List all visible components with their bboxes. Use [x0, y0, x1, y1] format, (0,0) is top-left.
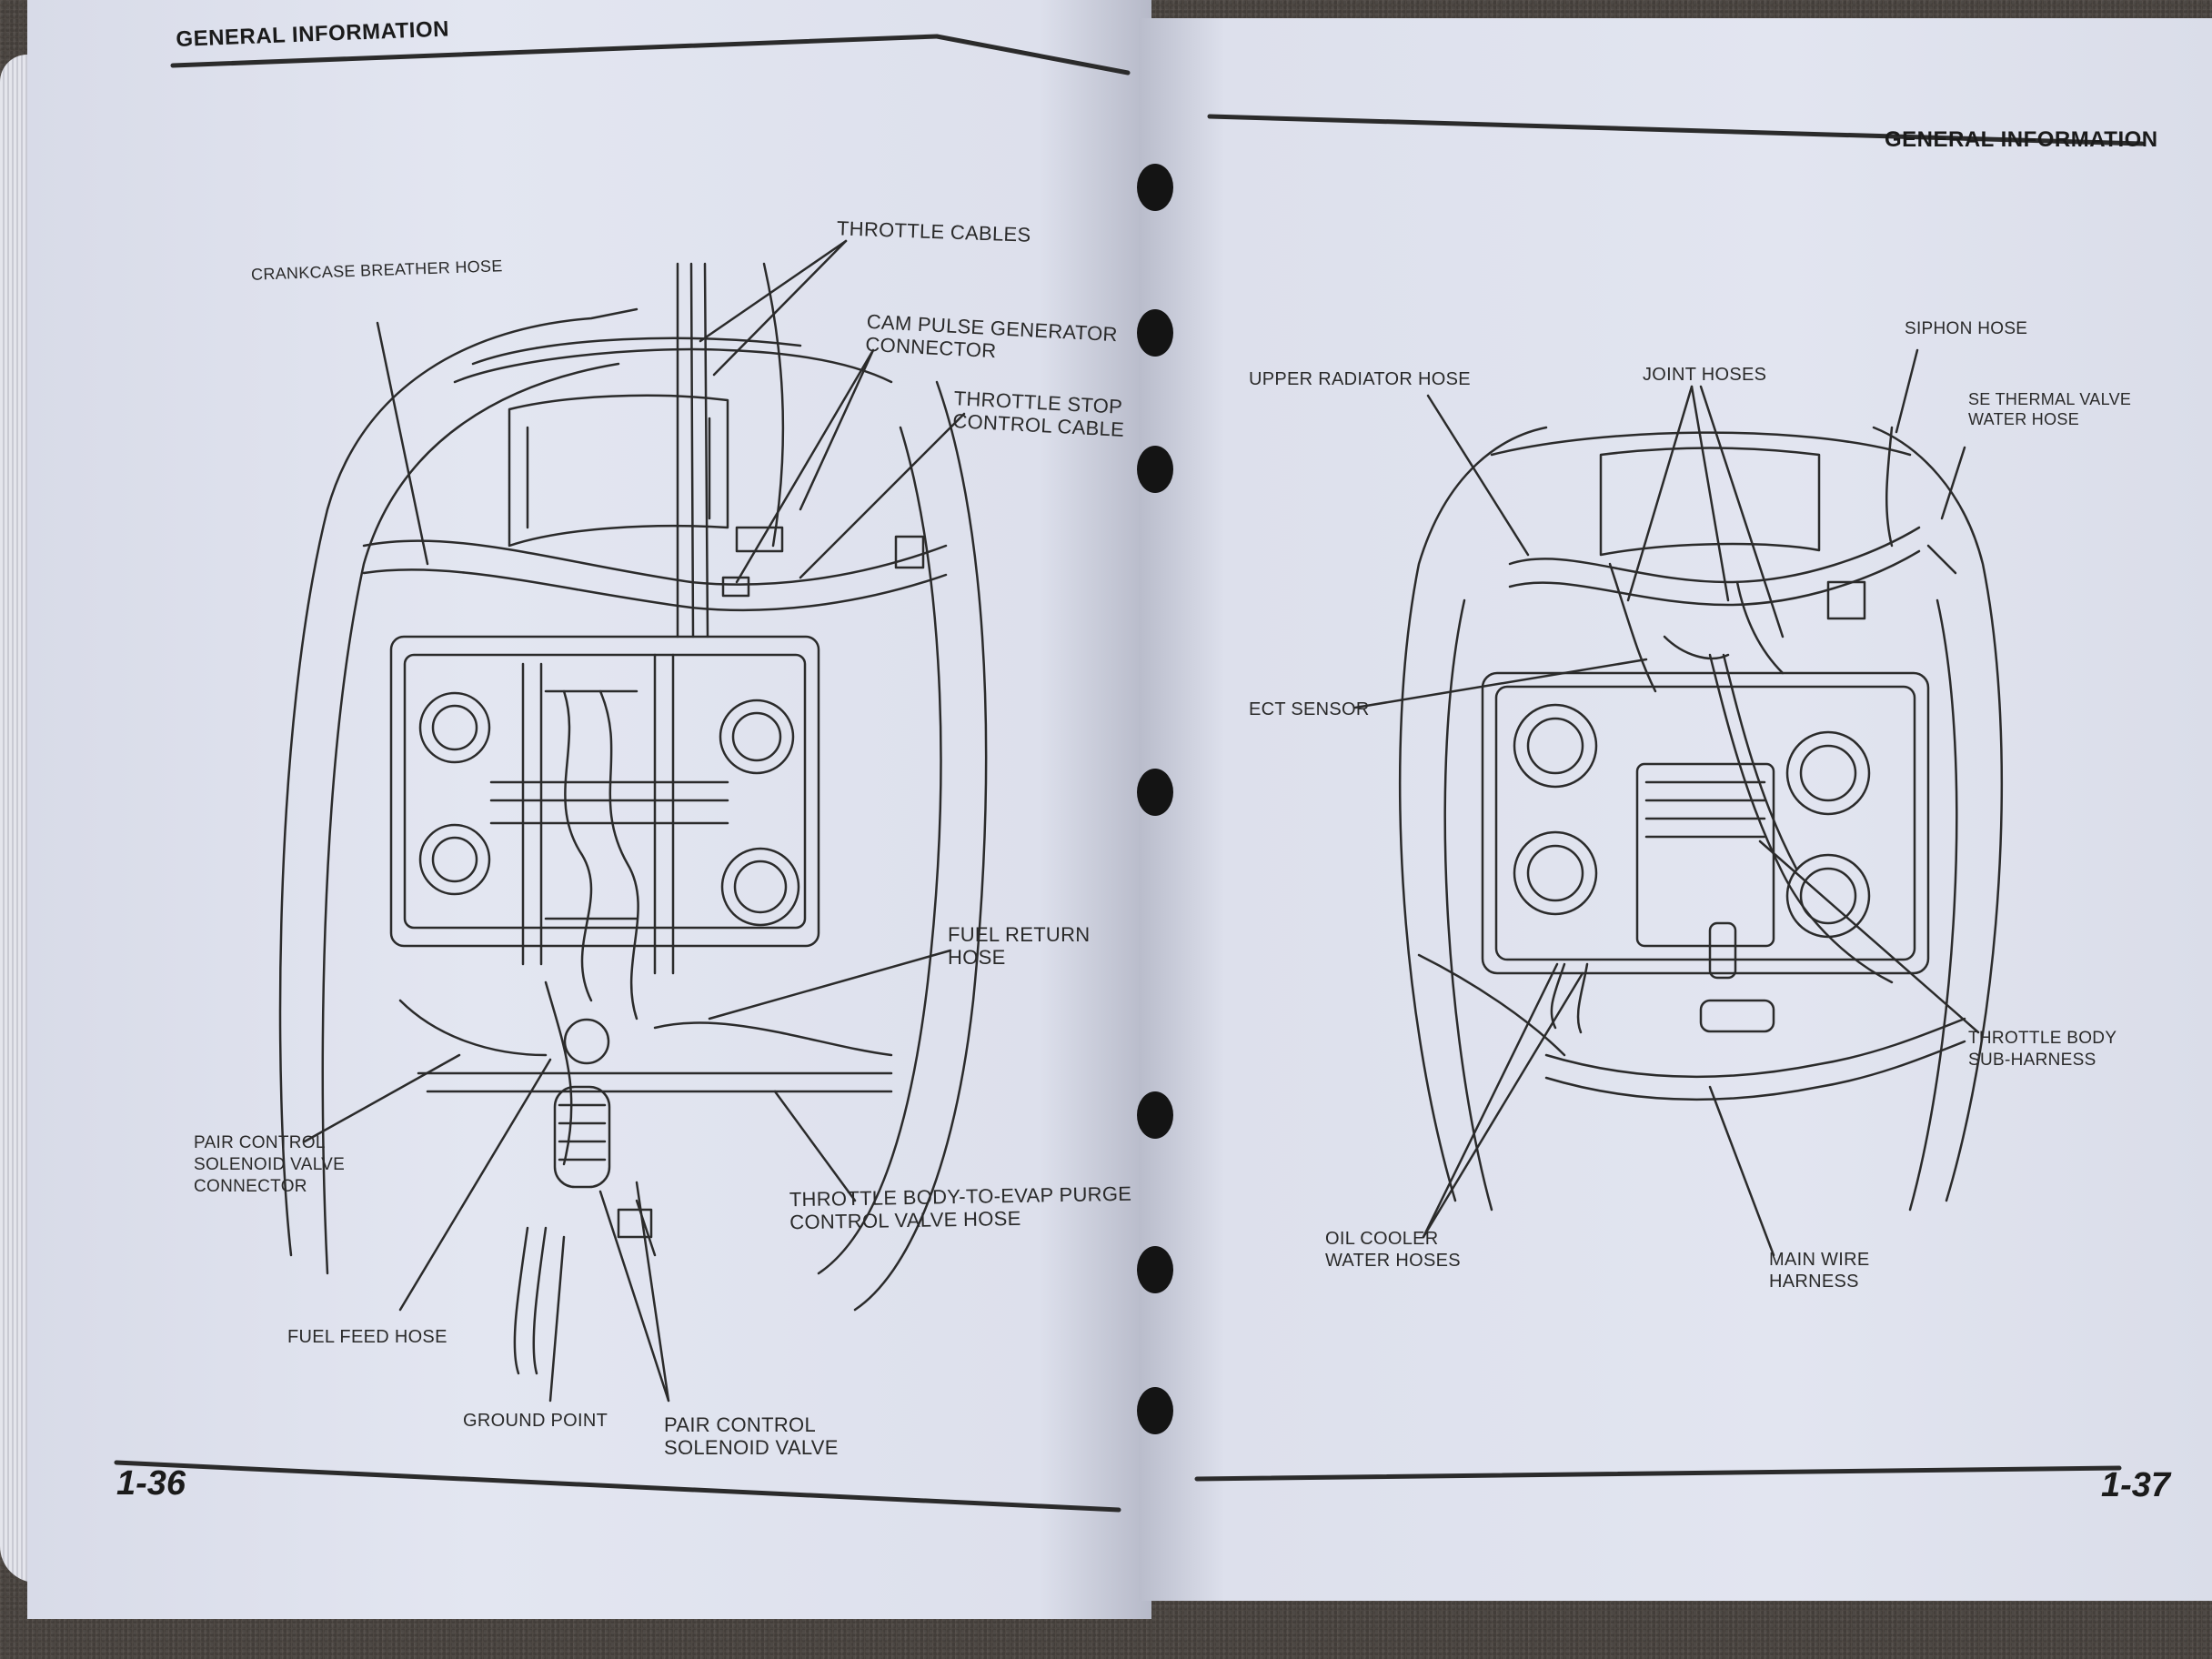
- label-siphon-hose: SIPHON HOSE: [1905, 319, 2028, 338]
- right-page-header: GENERAL INFORMATION: [1885, 127, 2158, 152]
- binder-hole: [1137, 164, 1173, 211]
- label-fuel-return-hose: FUEL RETURN HOSE: [948, 923, 1091, 969]
- binder-hole: [1137, 1091, 1173, 1139]
- label-ground-point: GROUND POINT: [463, 1411, 608, 1431]
- label-ect-sensor: ECT SENSOR: [1249, 699, 1370, 719]
- binder-hole: [1137, 309, 1173, 357]
- label-oil-cooler-water-hoses: OIL COOLER WATER HOSES: [1325, 1229, 1461, 1271]
- label-fuel-feed-hose: FUEL FEED HOSE: [287, 1327, 447, 1347]
- left-page: [27, 0, 1151, 1619]
- right-page: [1139, 18, 2212, 1601]
- left-page-number: 1-36: [116, 1464, 186, 1503]
- label-pair-control-solenoid-valve: PAIR CONTROL SOLENOID VALVE: [664, 1413, 839, 1459]
- binder-hole: [1137, 1387, 1173, 1434]
- binder-hole: [1137, 769, 1173, 816]
- right-page-number: 1-37: [2101, 1466, 2171, 1504]
- label-pair-control-solenoid-valve-connector: PAIR CONTROL SOLENOID VALVE CONNECTOR: [194, 1133, 346, 1196]
- right-engine-drawing: [1398, 426, 2004, 1212]
- label-joint-hoses: JOINT HOSES: [1643, 365, 1767, 385]
- left-engine-drawing: [278, 262, 988, 1375]
- binder-hole: [1137, 446, 1173, 493]
- label-throttle-body-to-evap-purge-control-valve-hose: THROTTLE BODY-TO-EVAP PURGE CONTROL VALV…: [789, 1181, 1132, 1234]
- label-main-wire-harness: MAIN WIRE HARNESS: [1769, 1250, 1870, 1292]
- label-se-thermal-valve-water-hose: SE THERMAL VALVE WATER HOSE: [1968, 390, 2132, 428]
- label-throttle-stop-control-cable: THROTTLE STOP CONTROL CABLE: [951, 387, 1125, 441]
- label-upper-radiator-hose: UPPER RADIATOR HOSE: [1249, 369, 1471, 389]
- binder-hole: [1137, 1246, 1173, 1293]
- label-throttle-body-sub-harness: THROTTLE BODY SUB-HARNESS: [1968, 1029, 2117, 1070]
